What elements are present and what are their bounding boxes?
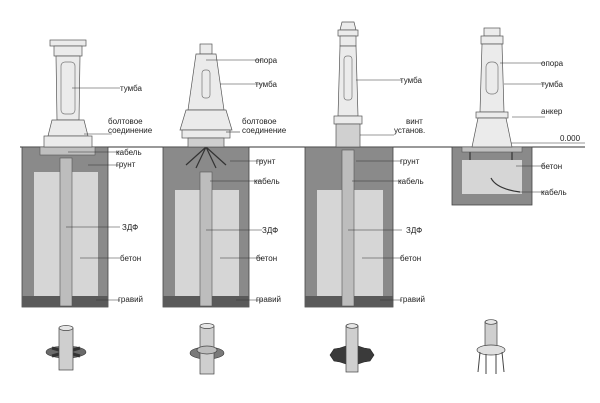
fig2-label-opora: опора xyxy=(255,56,278,65)
fig3-label-tumba: тумба xyxy=(400,76,422,85)
fig3-label-kabel: кабель xyxy=(398,177,424,186)
fig3-label-zdf: ЗДФ xyxy=(406,226,422,235)
fig4-cable xyxy=(490,177,521,193)
fig2-label-bolt-1: болтовое xyxy=(242,117,277,126)
fig1-detail-icon xyxy=(45,325,87,371)
fig2-detail-icon xyxy=(189,323,225,375)
fig4-pole xyxy=(471,27,513,148)
fig2-label-kabel: кабель xyxy=(254,177,280,186)
fig2-anchors xyxy=(185,146,227,169)
fig2-pipe xyxy=(199,171,213,307)
fig1-label-grunt: грунт xyxy=(116,160,136,169)
fig1-pipe xyxy=(59,157,73,307)
figure-3: тумба винт установ. грунт кабель ЗДФ бет… xyxy=(304,21,425,308)
fig2-label-graviy: гравий xyxy=(256,295,281,304)
fig2-pole xyxy=(179,43,233,148)
fig1-label-tumba: тумба xyxy=(120,84,142,93)
fig2-label-zdf: ЗДФ xyxy=(262,226,278,235)
fig3-pole xyxy=(333,21,363,148)
fig1-label-kabel: кабель xyxy=(116,148,142,157)
figure-2: опора тумба болтовое соединение грунт ка… xyxy=(162,43,287,308)
fig3-label-graviy: гравий xyxy=(400,295,425,304)
fig1-label-graviy: гравий xyxy=(118,295,143,304)
fig1-label-beton: бетон xyxy=(120,254,141,263)
fig2-label-bolt-2: соединение xyxy=(242,126,287,135)
fig3-pipe xyxy=(341,149,355,307)
fig4-label-kabel: кабель xyxy=(541,188,567,197)
fig3-label-grunt: грунт xyxy=(400,157,420,166)
fig3-label-vint-1: винт xyxy=(406,117,423,126)
fig4-anchors xyxy=(469,152,513,160)
fig1-label-bolt-1: болтовое xyxy=(108,117,143,126)
level-mark: 0.000 xyxy=(560,134,581,143)
figure-1: тумба болтовое соединение кабель грунт З… xyxy=(21,39,153,308)
fig1-pedestal xyxy=(43,39,93,148)
fig4-label-anker: анкер xyxy=(541,107,563,116)
fig2-label-tumba: тумба xyxy=(255,80,277,89)
fig4-detail-icon xyxy=(476,319,506,374)
fig2-label-grunt: грунт xyxy=(256,157,276,166)
fig3-detail-icon xyxy=(329,323,375,373)
fig3-label-vint-2: установ. xyxy=(394,126,425,135)
fig4-label-tumba: тумба xyxy=(541,80,563,89)
fig1-label-zdf: ЗДФ xyxy=(122,223,138,232)
figure-4: опора тумба анкер бетон кабель xyxy=(451,27,567,206)
fig1-label-bolt-2: соединение xyxy=(108,126,153,135)
fig4-label-opora: опора xyxy=(541,59,564,68)
fig3-label-beton: бетон xyxy=(400,254,421,263)
fig4-label-beton: бетон xyxy=(541,162,562,171)
fig2-label-beton: бетон xyxy=(256,254,277,263)
